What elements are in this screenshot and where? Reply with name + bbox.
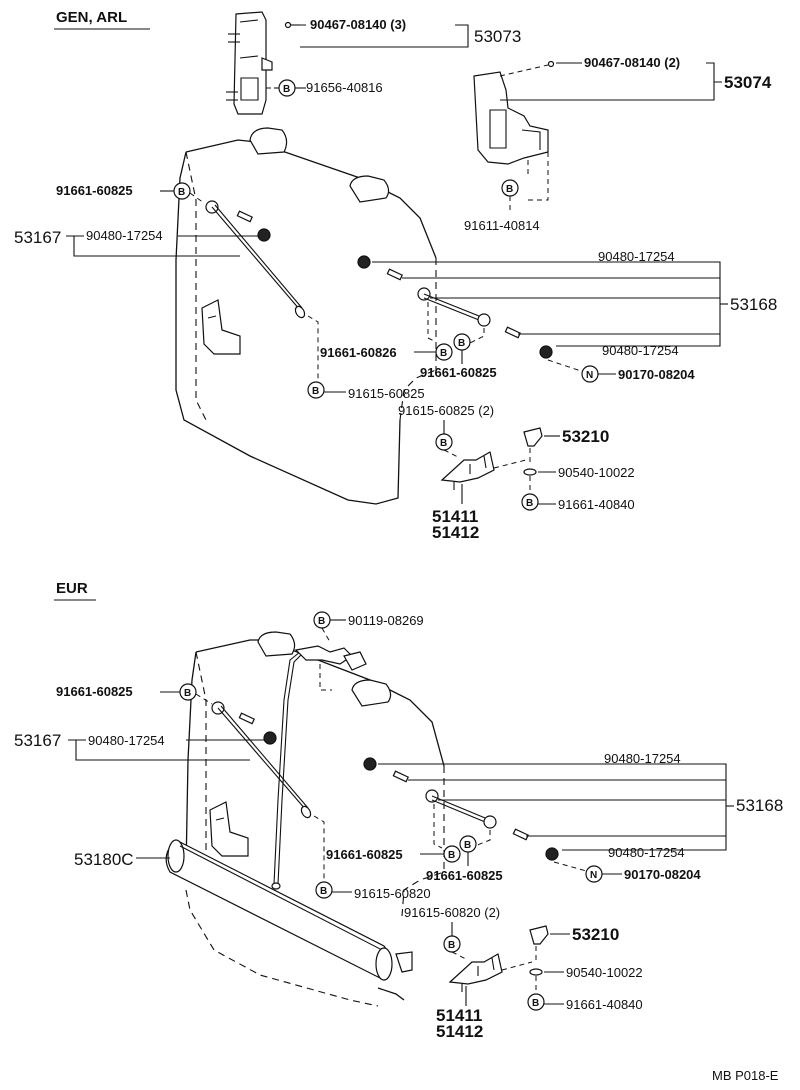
eur-part-91661-40840: 91661-40840 xyxy=(566,997,643,1012)
bracket-53074-drawing xyxy=(473,71,549,165)
eur-part-91615-60820-2: 91615-60820 (2) xyxy=(404,905,500,920)
eur-group-53210: 53210 xyxy=(572,925,619,944)
gen-group-53168: 53168 xyxy=(730,295,777,314)
gen-part-90480-17254-c: 90480-17254 xyxy=(602,343,679,358)
section-gen-title: GEN, ARL xyxy=(56,9,127,26)
section-eur: EUR B 90119-08269 B 91661-60825 xyxy=(14,580,783,1041)
roll-53180c xyxy=(165,839,413,981)
eur-part-90480-17254-b: 90480-17254 xyxy=(604,751,681,766)
badge-b: B xyxy=(312,386,319,397)
badge-b: B xyxy=(440,348,447,359)
section-gen: GEN, ARL 90467-08140 (3) 53073 B 91656-4… xyxy=(14,9,777,542)
gen-part-90170-08204: 90170-08204 xyxy=(618,367,695,382)
gen-part-91615-60825: 91615-60825 xyxy=(348,386,425,401)
section-eur-title: EUR xyxy=(56,580,88,597)
gen-group-51411: 51411 xyxy=(432,507,478,526)
badge-b: B xyxy=(320,886,327,897)
eur-part-90170-08204: 90170-08204 xyxy=(624,867,701,882)
eur-group-51411: 51411 xyxy=(436,1006,482,1025)
badge-n: N xyxy=(590,870,597,881)
gen-part-90467-08140-2: 90467-08140 (2) xyxy=(584,55,680,70)
gen-group-53167: 53167 xyxy=(14,228,61,247)
gen-part-91661-40840: 91661-40840 xyxy=(558,497,635,512)
gen-part-90540-10022: 90540-10022 xyxy=(558,465,635,480)
gen-group-53073: 53073 xyxy=(474,27,521,46)
tank-body-gen xyxy=(175,127,437,505)
eur-group-53168: 53168 xyxy=(736,796,783,815)
eur-part-90119-08269: 90119-08269 xyxy=(348,613,424,628)
eur-part-91661-60825-b: 91661-60825 xyxy=(326,847,403,862)
eur-part-91661-60825-a: 91661-60825 xyxy=(56,684,133,699)
eur-part-90480-17254-c: 90480-17254 xyxy=(608,845,685,860)
gen-part-91611-40814: 91611-40814 xyxy=(464,218,540,233)
badge-b: B xyxy=(318,616,325,627)
eur-part-90480-17254-a: 90480-17254 xyxy=(88,733,165,748)
gen-part-91661-60826: 91661-60826 xyxy=(320,345,397,360)
badge-b: B xyxy=(526,498,533,509)
badge-b: B xyxy=(464,840,471,851)
eur-group-53167: 53167 xyxy=(14,731,61,750)
badge-b: B xyxy=(178,187,185,198)
eur-group-53180c: 53180C xyxy=(74,850,134,869)
bracket-53073-drawing xyxy=(226,11,273,115)
badge-b: B xyxy=(506,184,513,195)
badge-b: B xyxy=(458,338,465,349)
gen-part-90480-17254-a: 90480-17254 xyxy=(86,228,163,243)
eur-group-51412: 51412 xyxy=(436,1022,483,1041)
tank-body-eur xyxy=(185,631,445,1007)
gen-part-91661-60825-c: 91661-60825 xyxy=(420,365,497,380)
gen-group-53074: 53074 xyxy=(724,73,772,92)
footer-code: MB P018-E xyxy=(712,1068,779,1083)
badge-b: B xyxy=(532,998,539,1009)
gen-part-90467-08140-3: 90467-08140 (3) xyxy=(310,17,406,32)
gen-group-53210: 53210 xyxy=(562,427,609,446)
badge-b: B xyxy=(448,850,455,861)
gen-part-91615-60825-2: 91615-60825 (2) xyxy=(398,403,494,418)
gen-part-91661-60825-a: 91661-60825 xyxy=(56,183,133,198)
eur-part-91661-60825-c: 91661-60825 xyxy=(426,868,503,883)
badge-n: N xyxy=(586,370,593,381)
badge-b: B xyxy=(440,438,447,449)
eur-part-91615-60820: 91615-60820 xyxy=(354,886,431,901)
eur-part-90540-10022: 90540-10022 xyxy=(566,965,643,980)
gen-part-90480-17254-b: 90480-17254 xyxy=(598,249,675,264)
gen-part-91656-40816: 91656-40816 xyxy=(306,80,383,95)
gen-group-51412: 51412 xyxy=(432,523,479,542)
badge-b: B xyxy=(448,940,455,951)
badge-b: B xyxy=(184,688,191,699)
badge-b: B xyxy=(283,84,290,95)
